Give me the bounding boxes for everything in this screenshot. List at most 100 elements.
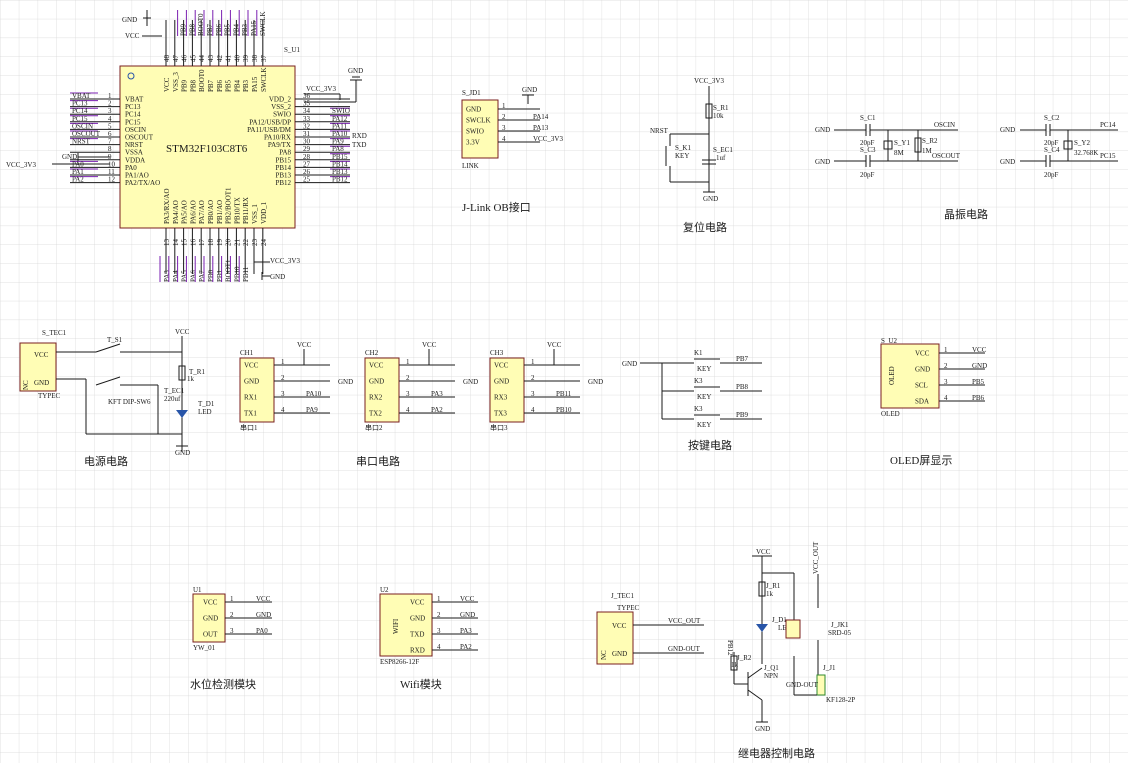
uart-pin-num: 2 xyxy=(281,374,285,382)
mcu-pin-name: PC13 xyxy=(125,103,141,111)
mcu-pin-name: PB11/RX xyxy=(242,197,250,224)
mcu-pin-num: 4 xyxy=(108,115,112,123)
jlink-pin-num: 2 xyxy=(502,113,506,121)
mcu-net-label: PB5 xyxy=(224,23,232,36)
mcu-pin-name: PC15 xyxy=(125,118,141,126)
section-jlink: J-Link OB接口 xyxy=(462,201,531,214)
key-ref: K1 xyxy=(694,349,703,357)
mcu-net-label: PC13 xyxy=(72,100,88,108)
oled-ref: S_U2 xyxy=(881,337,897,345)
section-reset: 复位电路 xyxy=(683,220,727,234)
jlink-net: PA14 xyxy=(533,113,549,121)
mcu-pin-num: 36 xyxy=(303,92,311,100)
jlink-footer: LINK xyxy=(462,162,479,170)
uart-body xyxy=(489,357,525,423)
jlink-pin-num: 3 xyxy=(502,124,506,132)
mcu-pin-name: VDDA xyxy=(125,156,145,164)
mcu-net-label: OSCIN xyxy=(72,122,93,130)
power-led-ref: T_D1 xyxy=(198,400,215,408)
water-pin-name: OUT xyxy=(203,631,218,639)
mcu-net-label: PB13 xyxy=(332,168,348,176)
wifi-pin-name: VCC xyxy=(410,599,425,607)
mcu-pin-num: 17 xyxy=(198,239,206,247)
uart-pin-name: RX2 xyxy=(369,394,383,402)
mcu-pin-num: 32 xyxy=(303,122,311,130)
relay-r1: J_R1 xyxy=(766,582,781,590)
mcu-net-label: PB14 xyxy=(332,160,348,168)
mcu-pin-num: 23 xyxy=(251,239,259,247)
power-typec-gnd: GND xyxy=(34,379,49,387)
oled-footer: OLED xyxy=(881,410,900,418)
mcu-pin-num: 48 xyxy=(163,55,171,63)
mcu-pin-name: SWIO xyxy=(273,111,291,119)
net-vcc-top: VCC xyxy=(125,32,140,40)
relay-led-val: LED xyxy=(778,624,792,632)
mcu-pin-num: 14 xyxy=(172,239,180,247)
typec2-nc: NC xyxy=(600,650,608,660)
mcu-pin-name: PB8 xyxy=(189,79,197,92)
water-pin-name: GND xyxy=(203,615,218,623)
uart-body xyxy=(239,357,275,423)
mcu-pin-num: 46 xyxy=(181,55,189,63)
oled-pin-name: SCL xyxy=(915,382,928,390)
mcu-pin-name: PA10/RX xyxy=(264,134,291,142)
reset-k-ref: S_K1 xyxy=(675,144,691,152)
relay-j-val: KF128-2P xyxy=(826,696,855,704)
relay-ctrl: PB12 xyxy=(726,640,734,656)
key-val: KEY xyxy=(697,365,711,373)
mcu-pin-name: PA15 xyxy=(251,76,259,92)
mcu-pin-num: 33 xyxy=(303,115,311,123)
uart-net: PA2 xyxy=(431,406,443,414)
net-gnd-right: GND xyxy=(348,67,363,75)
mcu-net-label: PA6 xyxy=(189,270,197,282)
mcu-net-label: PB11 xyxy=(242,266,250,282)
uart-pin-num: 3 xyxy=(406,390,410,398)
wifi-pin-name: RXD xyxy=(410,647,425,655)
uart-pin-name: GND xyxy=(369,378,384,386)
reset-resistor xyxy=(705,103,713,119)
uart-pin-name: VCC xyxy=(369,362,384,370)
water-body xyxy=(192,593,226,643)
uart-net-gnd: GND xyxy=(463,378,478,386)
mcu-pin-name: PB14 xyxy=(275,164,291,172)
mcu-pin-num: 44 xyxy=(198,55,206,63)
crystal-c4-val: 20pF xyxy=(1044,171,1059,179)
uart-pin-num: 4 xyxy=(281,406,285,414)
uart-ref: CH3 xyxy=(490,349,504,357)
water-ref: U1 xyxy=(193,586,202,594)
mcu-pin-name: PB1/AO xyxy=(216,200,224,224)
mcu-pin-num: 7 xyxy=(108,138,112,146)
mcu-pin-num: 26 xyxy=(303,168,311,176)
mcu-net-label: PA12 xyxy=(332,115,348,123)
power-vcc: VCC xyxy=(175,328,190,336)
oled-pin-num: 4 xyxy=(944,394,948,402)
mcu-pin-name: PB10/TX xyxy=(233,197,241,224)
mcu-pin-name: PA9/TX xyxy=(268,141,291,149)
uart-pin-num: 2 xyxy=(531,374,535,382)
relay-gndout: GND-OUT xyxy=(786,681,819,689)
power-switch-part: KFT DIP-SW6 xyxy=(108,398,151,406)
wifi-net: GND xyxy=(460,611,475,619)
uart-body xyxy=(364,357,400,423)
power-r-ref: T_R1 xyxy=(189,368,205,376)
uart-net: PA3 xyxy=(431,390,443,398)
uart-pin-num: 4 xyxy=(406,406,410,414)
mcu-pin-name: PA7/AO xyxy=(198,200,206,224)
uart-pin-num: 3 xyxy=(281,390,285,398)
mcu-pin-name: PB12 xyxy=(275,179,291,187)
jlink-pin-name: SWCLK xyxy=(466,117,491,125)
key-ref: K3 xyxy=(694,377,703,385)
crystal-y1-val: 8M xyxy=(894,149,905,157)
power-cap-ref: T_EC1 xyxy=(164,387,185,395)
wifi-net: PA3 xyxy=(460,627,472,635)
mcu-pin-num: 45 xyxy=(189,55,197,63)
power-typec-part: TYPEC xyxy=(38,392,61,400)
mcu-pin-num: 43 xyxy=(207,55,215,63)
typec2-net-vcc: VCC_OUT xyxy=(668,617,701,625)
wifi-pin-num: 4 xyxy=(437,643,441,651)
mcu-pin-name: PB5 xyxy=(225,79,233,92)
uart-pin-name: RX3 xyxy=(494,394,508,402)
